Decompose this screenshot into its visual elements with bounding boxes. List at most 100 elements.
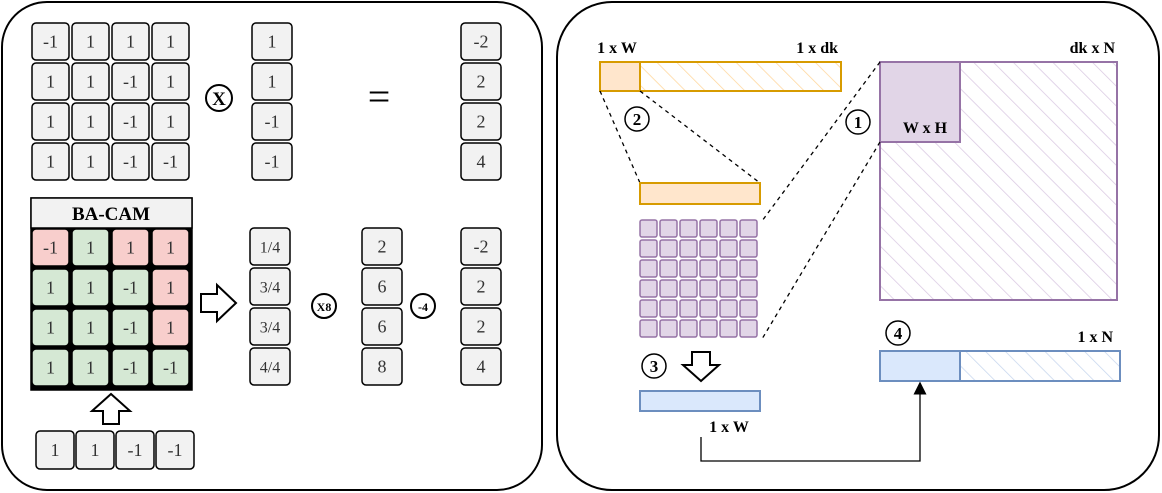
step-3-marker: 3 [641, 353, 667, 379]
purple-grid-cell [699, 299, 718, 318]
purple-grid-cell [739, 319, 758, 338]
bacam-cell-value: 1 [166, 238, 175, 258]
scaled-cell: 8 [361, 347, 403, 386]
vector-top-cell: 1 [251, 22, 293, 61]
matrix-top-cell-box [31, 22, 70, 61]
scaled-cell: 2 [361, 227, 403, 266]
input-cell-value: 1 [91, 440, 100, 460]
matrix-top-cell-value: 1 [46, 112, 55, 132]
input-cell-box [35, 430, 75, 470]
fraction-cell-box [249, 267, 291, 306]
bacam-cell-box [71, 228, 110, 267]
vector-top-cell-value: -1 [265, 152, 280, 172]
input-cell-value: -1 [128, 440, 143, 460]
bacam-cell-box [31, 308, 70, 347]
purple-grid-cell [639, 279, 658, 298]
matrix-top-cell-value: 1 [46, 72, 55, 92]
result-bottom-cell: 2 [460, 267, 502, 306]
times-symbol: X [212, 89, 226, 110]
result-bottom-cell-value: -2 [474, 237, 489, 257]
matrix-top-cell: 1 [71, 142, 110, 181]
matrix-top-cell: 1 [111, 22, 150, 61]
query-bar-highlight [599, 61, 641, 92]
result-bottom-cell: -2 [460, 227, 502, 266]
purple-grid-cell [739, 239, 758, 258]
step-4-marker: 4 [885, 320, 911, 346]
purple-grid-cell [719, 299, 738, 318]
matrix-top-cell-box [111, 62, 150, 101]
bacam-cell-box [31, 268, 70, 307]
result-top-cell-value: 2 [477, 112, 486, 132]
result-top-cell: 4 [460, 142, 502, 181]
label-1xW-top: 1 x W [597, 40, 637, 57]
input-cell-value: 1 [51, 440, 60, 460]
fraction-cell: 3/4 [249, 267, 291, 306]
vector-top-cell-box [251, 102, 293, 141]
hollow-up-arrow-icon [89, 392, 133, 425]
purple-grid [639, 219, 758, 338]
matrix-top-cell-value: 1 [166, 72, 175, 92]
result-top-cell-value: 2 [477, 72, 486, 92]
purple-grid-cell [659, 299, 678, 318]
bacam-cell: -1 [151, 348, 190, 387]
result-bottom-cell-value: 2 [477, 277, 486, 297]
vector-top-cell: -1 [251, 142, 293, 181]
result-bottom-cell-box [460, 267, 502, 306]
multiply-operator: X8 [311, 293, 337, 319]
bacam-cell-value: -1 [43, 238, 58, 258]
bacam-cell: 1 [71, 268, 110, 307]
bacam-cell-box [111, 228, 150, 267]
purple-grid-cell [699, 239, 718, 258]
scaled-cell-box [361, 227, 403, 266]
bacam-cell-value: -1 [123, 358, 138, 378]
connector-arrow [700, 381, 927, 462]
matrix-top-cell: -1 [111, 142, 150, 181]
bacam-cell: 1 [31, 268, 70, 307]
purple-grid-cell [659, 319, 678, 338]
matrix-top-cell-box [111, 142, 150, 181]
result-top-cell: 2 [460, 62, 502, 101]
bacam-cell-box [151, 348, 190, 387]
matrix-top-cell: 1 [71, 102, 110, 141]
purple-grid-cell [639, 239, 658, 258]
matrix-top-cell: 1 [151, 62, 190, 101]
matrix-top-cell-box [151, 22, 190, 61]
bacam-cell-box [151, 228, 190, 267]
bacam-cell: 1 [31, 308, 70, 347]
purple-grid-cell [679, 299, 698, 318]
matrix-top-cell: -1 [151, 142, 190, 181]
label-1xdk: 1 x dk [796, 40, 838, 57]
matrix-top-cell-box [151, 102, 190, 141]
result-bottom-cell-box [460, 347, 502, 386]
result-bottom-cell-box [460, 227, 502, 266]
purple-grid-cell [739, 299, 758, 318]
result-top-cell-box [460, 62, 502, 101]
fraction-cell: 1/4 [249, 227, 291, 266]
matrix-top-cell-box [71, 22, 110, 61]
matrix-top-cell-box [31, 62, 70, 101]
bacam-cell: 1 [71, 308, 110, 347]
matrix-top-cell-box [71, 142, 110, 181]
fraction-cell: 3/4 [249, 307, 291, 346]
step-4-label: 4 [894, 324, 903, 343]
purple-grid-cell [719, 319, 738, 338]
matrix-top-cell: -1 [31, 22, 70, 61]
vector-top-cell-box [251, 22, 293, 61]
projected-query-bar [639, 182, 761, 205]
result-bottom-cell-value: 4 [477, 357, 486, 377]
purple-grid-cell [679, 279, 698, 298]
matrix-top-cell-box [31, 102, 70, 141]
matrix-top-cell: 1 [151, 102, 190, 141]
input-cell-value: -1 [168, 440, 183, 460]
bacam-cell-value: 1 [86, 318, 95, 338]
matrix-top-cell: 1 [31, 62, 70, 101]
result-top-cell-box [460, 22, 502, 61]
matrix-top-cell-value: 1 [86, 152, 95, 172]
subtract-label: -4 [418, 300, 428, 314]
result-top-cell-value: 4 [477, 152, 486, 172]
purple-grid-cell [679, 219, 698, 238]
result-bottom-cell: 2 [460, 307, 502, 346]
